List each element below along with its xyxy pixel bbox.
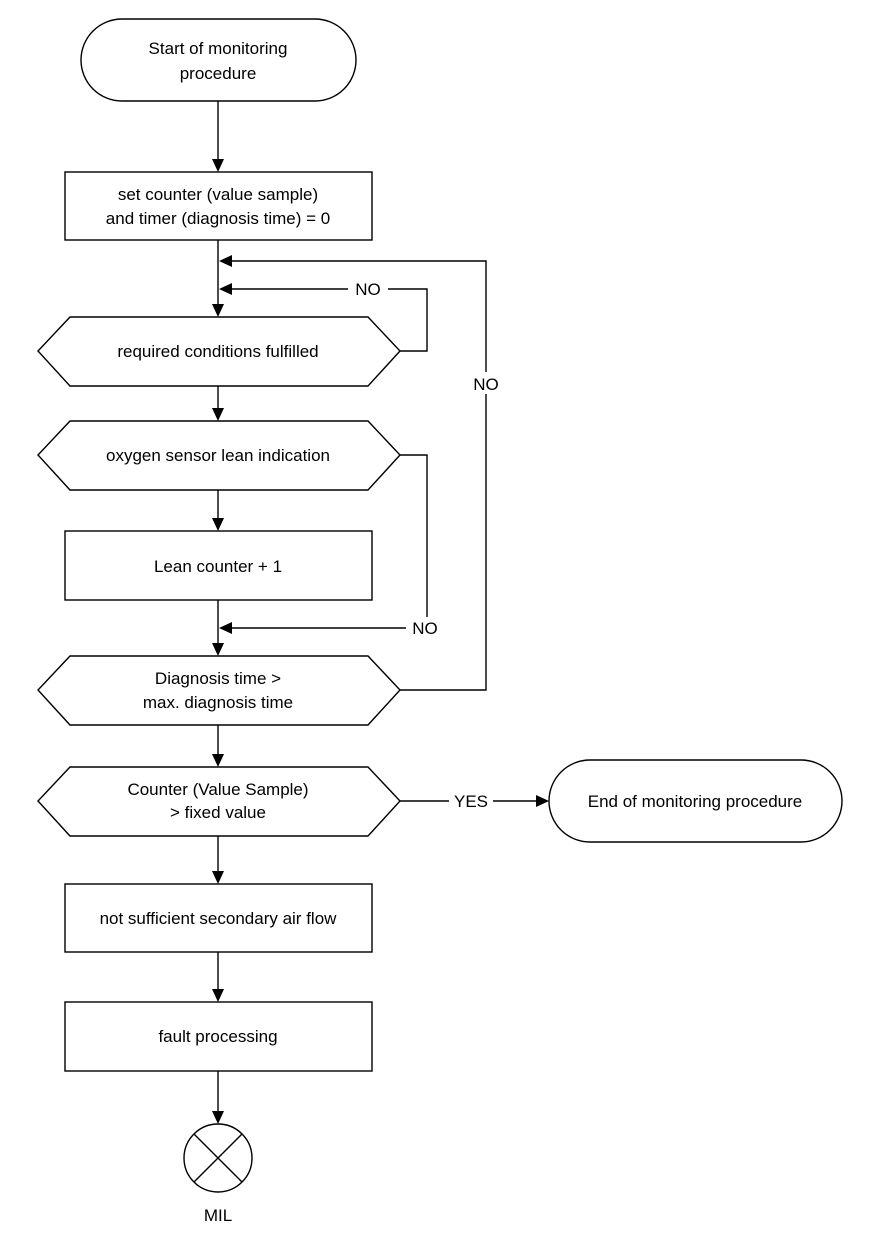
diagnosis-time-line2: max. diagnosis time	[143, 693, 293, 712]
set-counter-line2: and timer (diagnosis time) = 0	[106, 209, 330, 228]
required-conditions-label: required conditions fulfilled	[117, 342, 318, 361]
arrowhead	[212, 304, 224, 317]
label-bg	[449, 790, 493, 812]
set-counter-line1: set counter (value sample)	[118, 185, 318, 204]
arrowhead	[212, 989, 224, 1002]
set-counter-box: set counter (value sample) and timer (di…	[64, 171, 373, 241]
arrowhead	[219, 622, 232, 634]
arrowhead	[536, 795, 549, 807]
loop-no-diagnosis-line	[231, 260, 487, 691]
arrowhead	[212, 871, 224, 884]
end-label: End of monitoring procedure	[588, 792, 803, 811]
start-label-line2: procedure	[180, 64, 257, 83]
label-bg	[348, 278, 388, 300]
arrowhead	[212, 754, 224, 767]
bypass-no-oxygen-line	[231, 454, 428, 629]
label-no-conditions: NO	[355, 280, 381, 299]
required-conditions-decision: required conditions fulfilled	[37, 316, 401, 387]
loop-no-conditions-line	[231, 288, 428, 352]
fault-processing-box: fault processing	[64, 1001, 373, 1072]
label-yes-counter: YES	[454, 792, 488, 811]
counter-check-line2: > fixed value	[170, 803, 266, 822]
oxygen-sensor-decision: oxygen sensor lean indication	[37, 420, 401, 491]
mil-label: MIL	[204, 1206, 232, 1225]
arrowhead	[212, 1111, 224, 1124]
arrowhead	[212, 518, 224, 531]
label-bg	[468, 372, 504, 394]
arrowhead	[219, 283, 232, 295]
fault-processing-label: fault processing	[158, 1027, 277, 1046]
not-sufficient-box: not sufficient secondary air flow	[64, 883, 373, 953]
label-no-oxygen: NO	[412, 619, 438, 638]
arrowhead	[212, 643, 224, 656]
diagnosis-time-decision: Diagnosis time > max. diagnosis time	[37, 655, 401, 726]
label-bg	[406, 617, 446, 639]
arrowhead	[212, 408, 224, 421]
label-no-diagnosis: NO	[473, 375, 499, 394]
not-sufficient-label: not sufficient secondary air flow	[100, 909, 338, 928]
diagnosis-time-line1: Diagnosis time >	[155, 669, 281, 688]
arrowhead	[219, 255, 232, 267]
start-label-line1: Start of monitoring	[149, 39, 288, 58]
arrowhead	[212, 159, 224, 172]
end-terminator: End of monitoring procedure	[548, 759, 843, 843]
oxygen-sensor-label: oxygen sensor lean indication	[106, 446, 330, 465]
start-terminator: Start of monitoring procedure	[80, 18, 357, 102]
counter-check-decision: Counter (Value Sample) > fixed value	[37, 766, 401, 837]
counter-check-line1: Counter (Value Sample)	[127, 780, 308, 799]
mil-lamp-icon	[183, 1123, 253, 1193]
lean-counter-label: Lean counter + 1	[154, 557, 282, 576]
lean-counter-box: Lean counter + 1	[64, 530, 373, 601]
